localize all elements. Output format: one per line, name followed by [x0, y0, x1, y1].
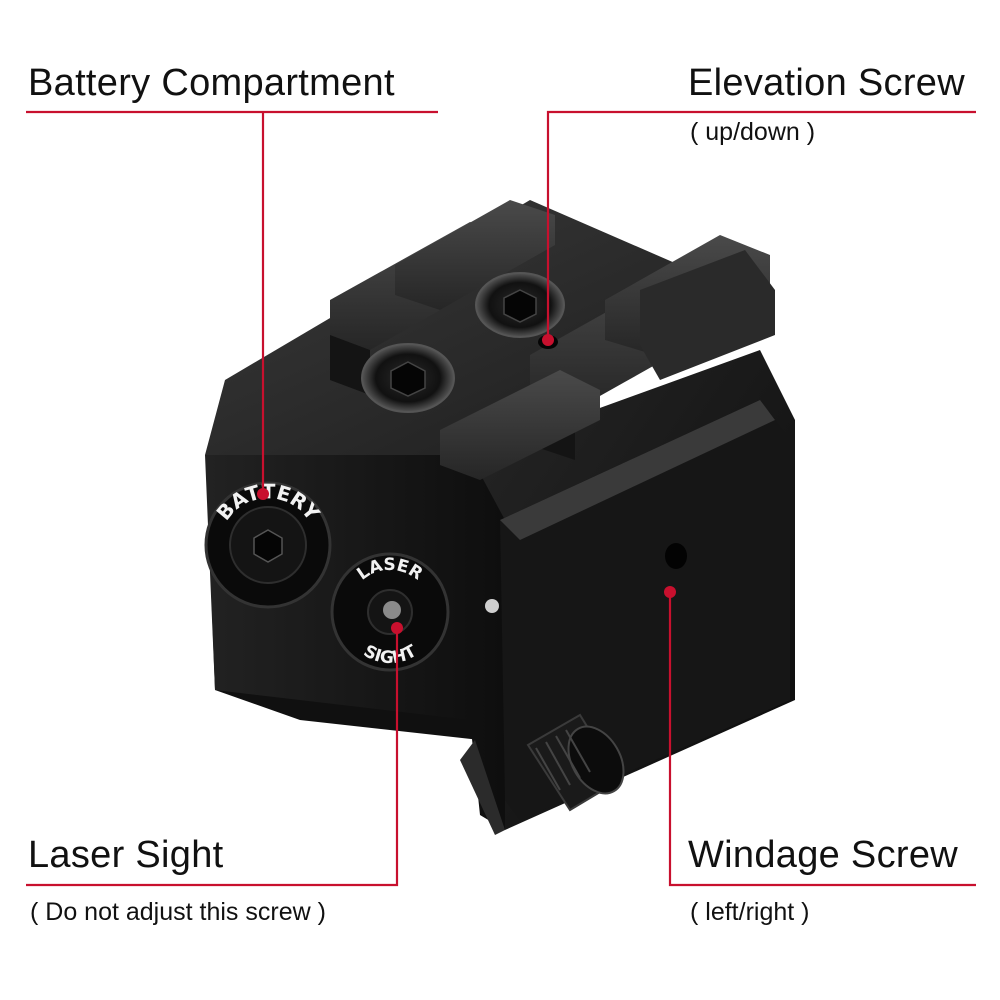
battery-cap: BATTERY — [204, 479, 332, 609]
battery-leader — [26, 110, 438, 492]
body-top-face — [205, 200, 760, 455]
pin-screw — [485, 599, 499, 613]
laser-leader-dot — [391, 622, 403, 634]
laser-leader — [26, 628, 399, 887]
top-screw-front — [361, 343, 455, 413]
hex-socket-icon — [390, 361, 426, 397]
hex-socket-icon — [503, 289, 537, 323]
laser-aperture — [383, 601, 401, 619]
battery-leader-dot — [257, 488, 269, 500]
knurled-knob-icon — [526, 713, 625, 812]
laser-sight-label: Laser Sight — [28, 834, 224, 876]
leader-endpoints — [257, 334, 676, 634]
hex-socket-icon — [253, 529, 283, 563]
leader-lines — [26, 110, 976, 887]
battery-compartment-label: Battery Compartment — [28, 62, 395, 104]
windage-access-hole — [665, 543, 687, 569]
windage-screw-label: Windage Screw — [688, 834, 959, 876]
clamp-edge-highlight — [500, 400, 775, 540]
windage-leader-dot — [664, 586, 676, 598]
laser-cap: LASER SIGHT — [330, 552, 450, 672]
elevation-leader — [546, 110, 976, 340]
elevation-leader-dot — [542, 334, 554, 346]
windage-screw-sublabel: ( left/right ) — [690, 898, 810, 926]
elevation-screw — [475, 272, 565, 338]
windage-leader — [668, 592, 976, 887]
laser-sight-sublabel: ( Do not adjust this screw ) — [30, 898, 326, 926]
elevation-screw-sublabel: ( up/down ) — [690, 118, 816, 146]
picatinny-rail — [330, 200, 775, 480]
clamp-bottom-edge — [460, 740, 505, 835]
elevation-screw-label: Elevation Screw — [688, 62, 965, 104]
